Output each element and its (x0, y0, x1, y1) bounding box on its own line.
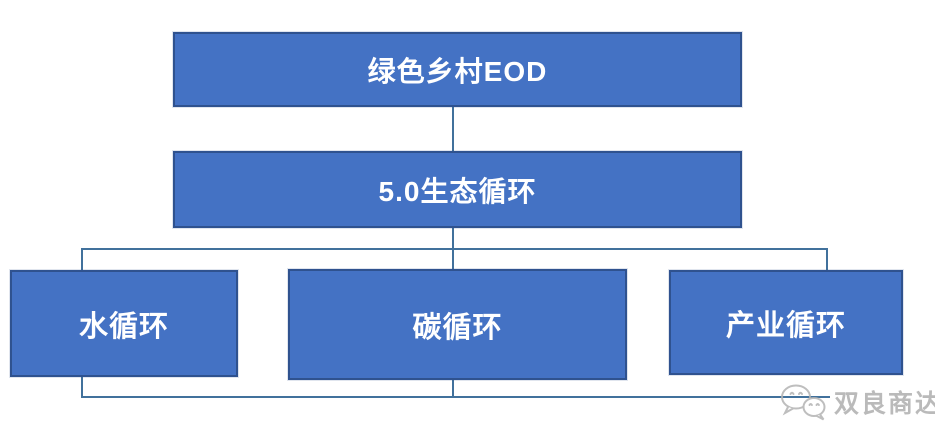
node-eco-cycle-50-label: 5.0生态循环 (378, 175, 537, 207)
connector-root-to-level2 (452, 107, 454, 151)
node-carbon-cycle: 碳循环 (288, 269, 627, 380)
connector-carbon-to-bottom-bar (452, 380, 454, 398)
connector-drop-industry (826, 248, 828, 270)
wechat-icon (781, 384, 826, 421)
watermark-text: 双良商达 (834, 390, 935, 418)
node-water-cycle: 水循环 (10, 270, 238, 377)
node-green-village-eod: 绿色乡村EOD (173, 32, 742, 107)
connector-top-distribution-bar (81, 248, 828, 250)
node-carbon-cycle-label: 碳循环 (412, 311, 503, 344)
connector-drop-water (81, 248, 83, 270)
node-green-village-eod-label: 绿色乡村EOD (367, 55, 548, 87)
node-water-cycle-label: 水循环 (78, 310, 169, 343)
connector-water-to-bottom-bar (81, 377, 83, 398)
connector-bottom-return-bar (81, 396, 830, 398)
node-industry-cycle-label: 产业循环 (725, 309, 846, 342)
node-eco-cycle-50: 5.0生态循环 (173, 151, 742, 228)
node-industry-cycle: 产业循环 (669, 270, 903, 375)
watermark: 双良商达 (778, 382, 935, 422)
